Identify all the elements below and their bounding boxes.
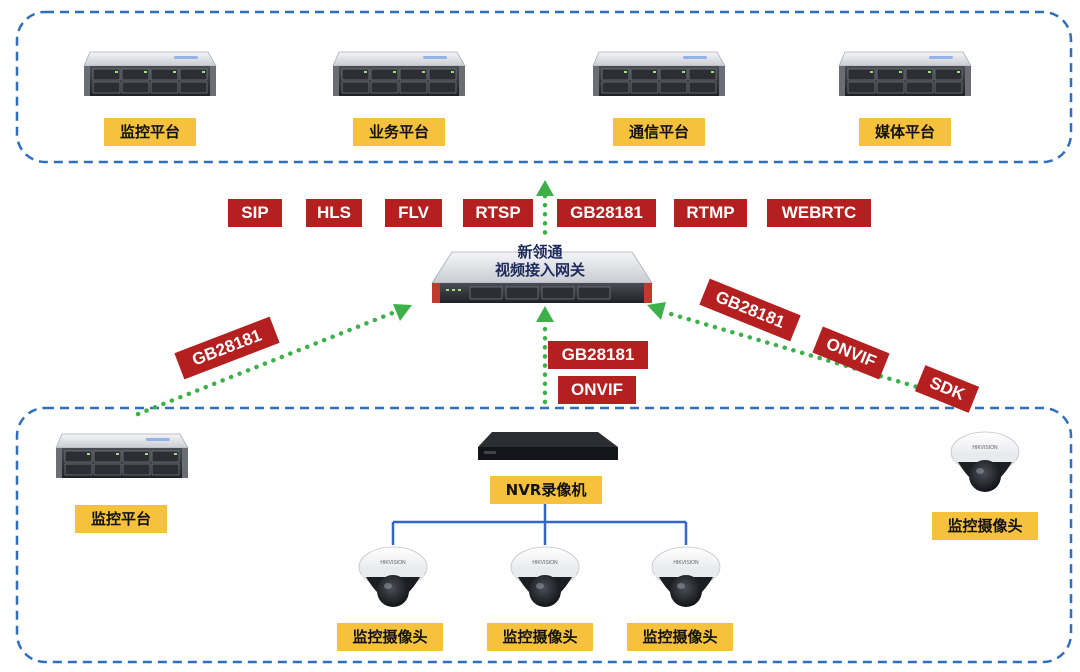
nvr-camera-label: 监控摄像头 xyxy=(627,623,733,651)
nvr-camera-label: 监控摄像头 xyxy=(487,623,593,651)
arrow-left-to-gateway xyxy=(135,309,398,417)
link-label-center: ONVIF xyxy=(558,376,636,404)
gateway-title-line2: 视频接入网关 xyxy=(494,261,585,279)
protocol-label: GB28181 xyxy=(557,199,656,227)
bottom-platform-label: 监控平台 xyxy=(75,505,167,533)
dome-camera-icon xyxy=(358,546,428,608)
dome-camera-icon xyxy=(510,546,580,608)
dome-camera-icon xyxy=(651,546,721,608)
arrowhead-icon xyxy=(393,304,412,321)
server-icon xyxy=(592,51,726,97)
platform-label-monitoring: 监控平台 xyxy=(104,118,196,146)
protocol-label: FLV xyxy=(385,199,442,227)
protocol-label: HLS xyxy=(306,199,362,227)
protocol-label: RTSP xyxy=(463,199,533,227)
server-icon xyxy=(55,433,189,479)
nvr-camera-label: 监控摄像头 xyxy=(337,623,443,651)
platform-label-media: 媒体平台 xyxy=(859,118,951,146)
bottom-group-border xyxy=(15,406,1073,664)
platform-label-communication: 通信平台 xyxy=(613,118,705,146)
protocol-label: RTMP xyxy=(674,199,747,227)
protocol-label: WEBRTC xyxy=(767,199,871,227)
top-group-border xyxy=(15,10,1073,164)
arrowhead-up-icon xyxy=(536,180,554,196)
server-icon xyxy=(332,51,466,97)
server-icon xyxy=(83,51,217,97)
nvr-connection-lines xyxy=(391,504,688,545)
protocol-label: SIP xyxy=(228,199,282,227)
arrowhead-up-icon xyxy=(536,306,554,322)
gateway-device-icon xyxy=(431,251,653,303)
dome-camera-icon xyxy=(950,431,1020,493)
gateway-title: 新领通 视频接入网关 xyxy=(470,243,610,279)
nvr-device-icon xyxy=(478,432,618,460)
link-label-center: GB28181 xyxy=(548,341,648,369)
gateway-title-line1: 新领通 xyxy=(517,243,563,261)
platform-label-business: 业务平台 xyxy=(353,118,445,146)
nvr-label: NVR录像机 xyxy=(490,476,602,504)
server-icon xyxy=(838,51,972,97)
right-camera-label: 监控摄像头 xyxy=(932,512,1038,540)
arrowhead-icon xyxy=(647,302,666,320)
